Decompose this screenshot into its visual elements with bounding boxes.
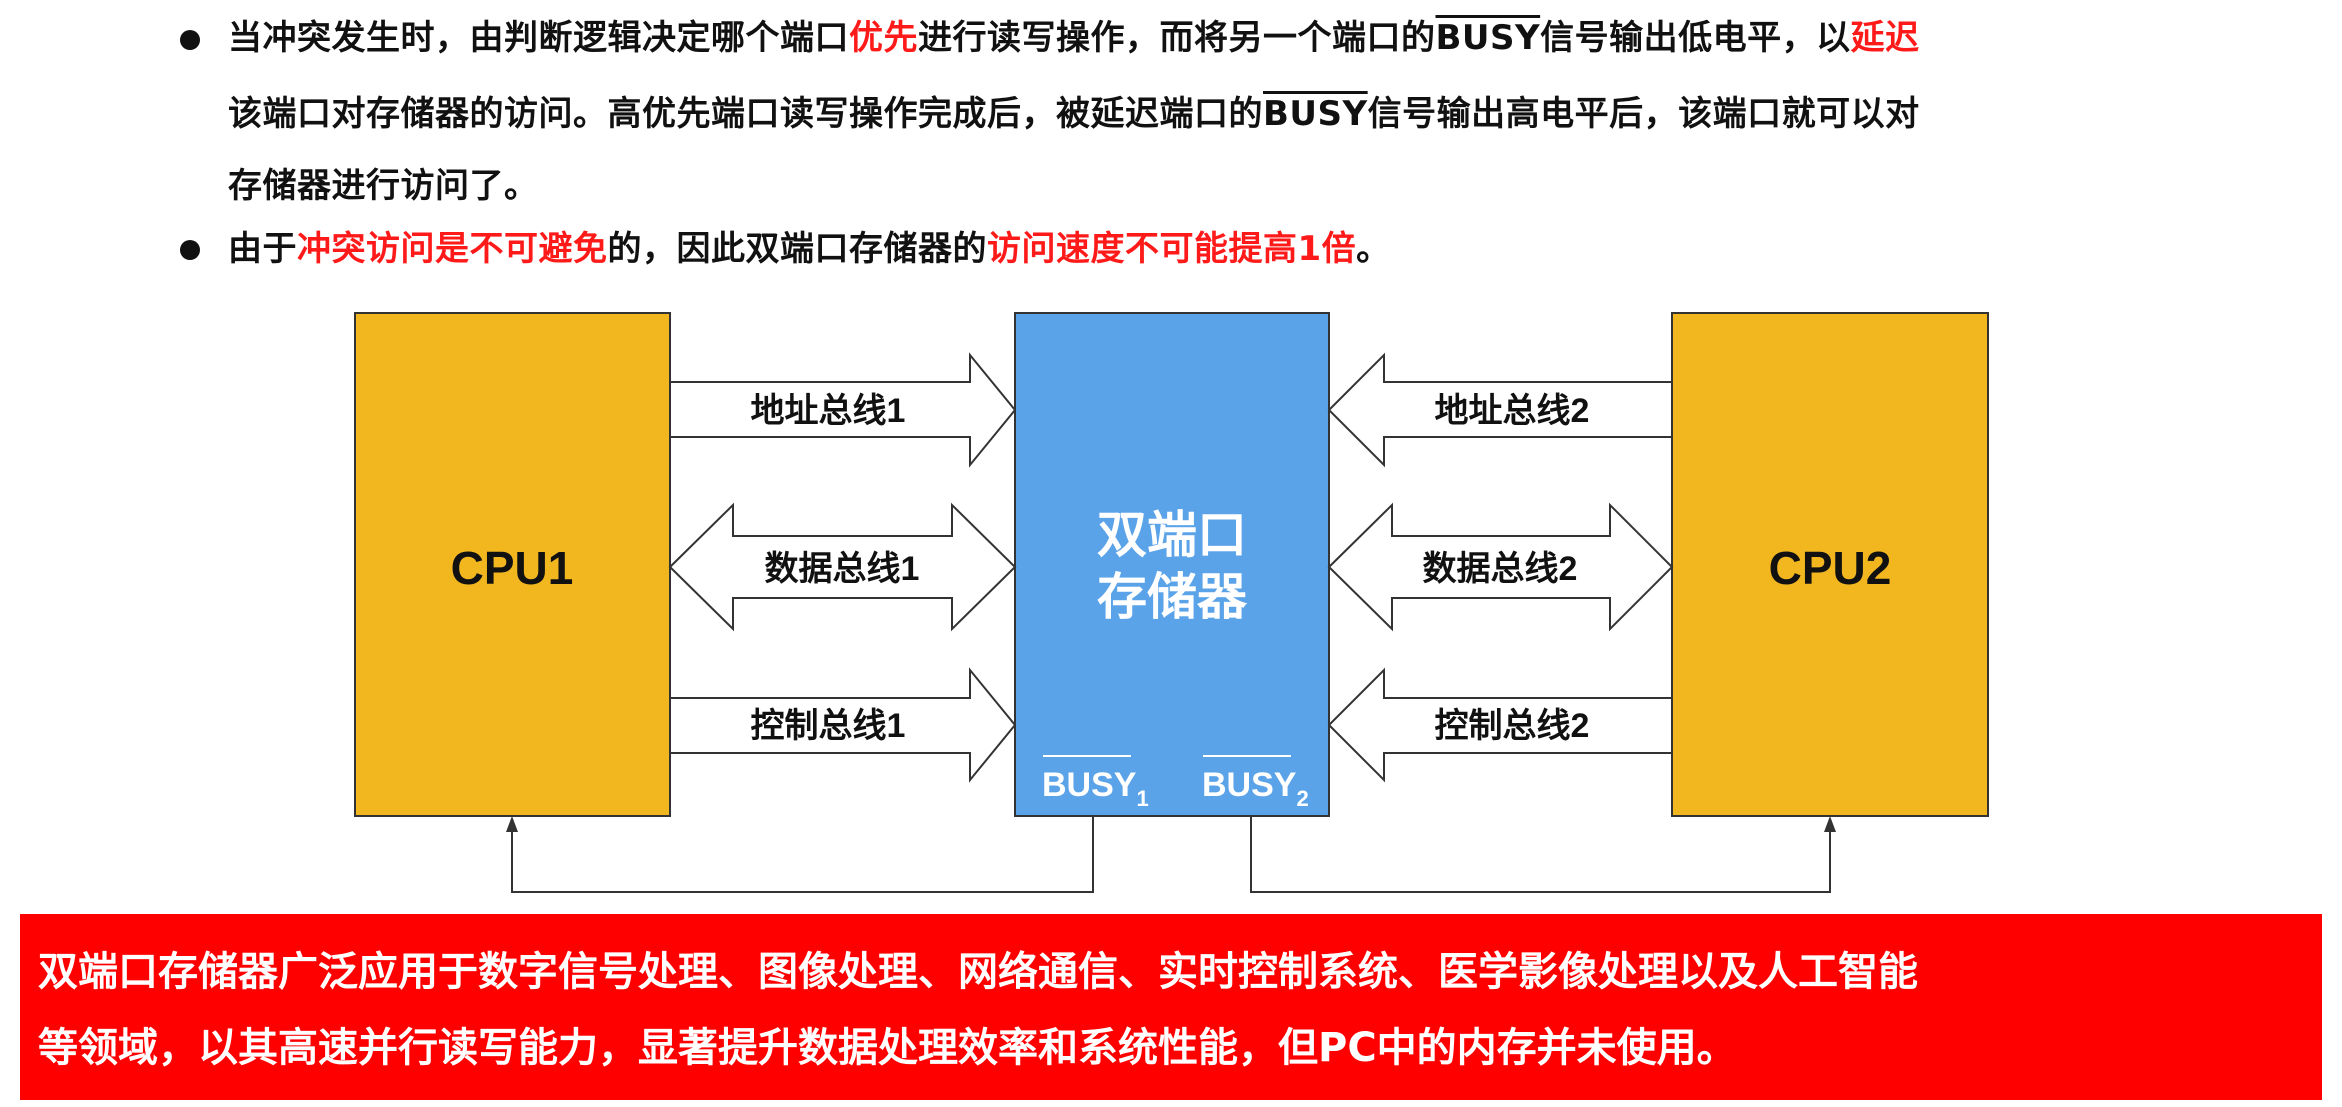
summary-line-2: 等领域，以其高速并行读写能力，显著提升数据处理效率和系统性能，但PC中的内存并未… [38, 1025, 1737, 1071]
bullet-segment: 冲突访问是不可避免 [297, 229, 608, 269]
busy2-text: BUSY [1202, 766, 1297, 804]
bullet-segment: 。 [1356, 229, 1391, 269]
bullet-segment: BUSY [1435, 18, 1541, 58]
bullet-segment: 进行读写操作，而将另一个端口的 [918, 18, 1436, 58]
bullet-segment: 信号输出高电平后，该端口就可以对 [1367, 94, 1920, 134]
control-bus-1-label: 控制总线1 [751, 707, 906, 745]
busy1-feedback-line [511, 816, 1094, 893]
data-bus-2-label: 数据总线2 [1423, 550, 1578, 588]
address-bus-2-label: 地址总线2 [1435, 392, 1590, 430]
bullet-segment: 优先 [849, 18, 918, 58]
busy1-text: BUSY [1042, 766, 1137, 804]
busy1-subscript: 1 [1136, 786, 1148, 811]
busy2-subscript: 2 [1296, 786, 1308, 811]
memory-box [1014, 312, 1330, 817]
bullet-segment: 的，因此双端口存储器的 [607, 229, 987, 269]
control-bus-2-label: 控制总线2 [1435, 707, 1590, 745]
bullet-1-line-1: 当冲突发生时，由判断逻辑决定哪个端口优先进行读写操作，而将另一个端口的BUSY信… [228, 18, 1920, 58]
memory-label-line-1: 双端口 [1097, 507, 1247, 563]
cpu1-box [354, 312, 671, 817]
bullet-segment: 延迟 [1850, 18, 1920, 58]
address-bus-1-arrow [669, 352, 1017, 468]
busy1-feedback-arrowhead [506, 816, 518, 832]
busy2-label: BUSY2 [1202, 766, 1309, 811]
bullet-dot [180, 240, 200, 260]
bullet-segment: BUSY [1263, 94, 1368, 134]
summary-line-1: 双端口存储器广泛应用于数字信号处理、图像处理、网络通信、实时控制系统、医学影像处… [38, 949, 1918, 995]
data-bus-1-arrow [668, 502, 1017, 632]
busy2-feedback-line [1250, 816, 1831, 893]
cpu1-label: CPU1 [451, 542, 574, 594]
busy1-label: BUSY1 [1042, 766, 1149, 811]
control-bus-2-arrow [1327, 667, 1673, 783]
bullet-1-line-3: 存储器进行访问了。 [228, 166, 539, 206]
address-bus-1-label: 地址总线1 [751, 392, 906, 430]
summary-banner: 双端口存储器广泛应用于数字信号处理、图像处理、网络通信、实时控制系统、医学影像处… [20, 914, 2322, 1100]
bullet-dot [180, 30, 200, 50]
data-bus-1-label: 数据总线1 [765, 550, 920, 588]
data-bus-2-arrow [1327, 502, 1674, 632]
bullet-segment: 信号输出低电平，以 [1540, 18, 1851, 58]
bullet-segment: 访问速度不可能提高1倍 [987, 229, 1357, 269]
bullet-segment: 由于 [228, 229, 297, 269]
cpu2-box [1671, 312, 1989, 817]
control-bus-1-arrow [669, 667, 1017, 783]
bullet-segment: 当冲突发生时，由判断逻辑决定哪个端口 [228, 18, 849, 58]
bullet-segment: 存储器进行访问了。 [228, 166, 539, 206]
bullet-1-line-2: 该端口对存储器的访问。高优先端口读写操作完成后，被延迟端口的BUSY信号输出高电… [228, 94, 1920, 134]
cpu2-label: CPU2 [1769, 542, 1892, 594]
bullet-segment: 该端口对存储器的访问。高优先端口读写操作完成后，被延迟端口的 [228, 94, 1263, 134]
address-bus-2-arrow [1327, 352, 1673, 468]
busy2-feedback-arrowhead [1824, 816, 1836, 832]
memory-label-line-2: 存储器 [1097, 569, 1248, 625]
dual-port-memory-diagram: CPU1 CPU2 双端口 存储器 BUSY1 BUSY2 地址总线1 数据总线… [354, 312, 1989, 893]
bullet-2-line-1: 由于冲突访问是不可避免的，因此双端口存储器的访问速度不可能提高1倍。 [228, 229, 1391, 269]
